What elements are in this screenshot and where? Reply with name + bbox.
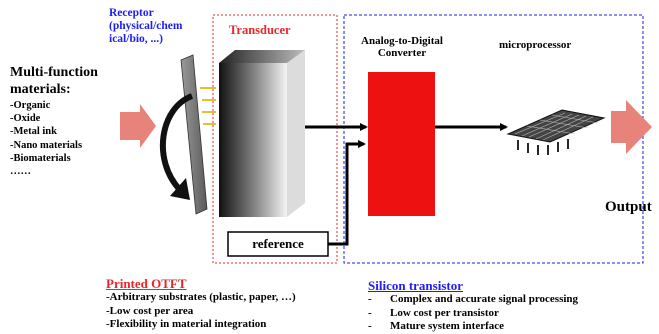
receptor-pins <box>200 87 216 125</box>
transducer-label: Transducer <box>229 23 291 37</box>
silicon-item: - Complex and accurate signal processing <box>368 293 578 307</box>
silicon-bullet: - <box>368 293 372 305</box>
transducer-cube-front <box>219 63 287 217</box>
curved-arrow <box>159 93 194 193</box>
materials-list: -Organic -Oxide -Metal ink -Nano materia… <box>10 99 98 178</box>
reference-box <box>227 231 329 257</box>
reference-label: reference <box>252 236 304 251</box>
receptor-label: Receptor (physical/chem ical/bio, ...) <box>109 7 182 46</box>
silicon-item-text: Mature system interface <box>390 320 505 332</box>
adc-label-line: Analog-to-Digital <box>361 35 443 47</box>
receptor-label-line: ical/bio, ...) <box>109 33 163 45</box>
materials-title-line: Multi-function <box>10 65 98 80</box>
materials-item: -Biomaterials <box>10 152 71 164</box>
printed-otft-item: -Arbitrary substrates (plastic, paper, …… <box>106 291 296 303</box>
silicon-item: - Mature system interface <box>368 320 578 334</box>
adc-block <box>368 72 435 216</box>
adc-label: Analog-to-Digital Converter <box>356 35 448 59</box>
sensor-system-diagram <box>120 14 652 264</box>
printed-otft-item: -Low cost per area <box>106 304 194 317</box>
receptor-label-line: Receptor <box>109 7 154 19</box>
materials-item: …… <box>10 166 31 178</box>
adc-label-line: Converter <box>377 47 427 59</box>
silicon-item-text: Complex and accurate signal processing <box>390 293 579 305</box>
printed-otft-block: Printed OTFT -Arbitrary substrates (plas… <box>106 276 296 332</box>
materials-item: -Metal ink <box>10 126 57 138</box>
receptor-label-line: (physical/chem <box>109 20 183 32</box>
silicon-title: Silicon transistor <box>368 278 463 293</box>
microprocessor-label: microprocessor <box>499 39 572 51</box>
output-label: Output <box>605 199 652 215</box>
materials-title-line: materials: <box>10 82 71 97</box>
microprocessor-chip <box>506 109 606 155</box>
materials-item: -Nano materials <box>10 139 83 151</box>
silicon-item-text: Low cost per transistor <box>390 306 499 319</box>
printed-otft-item: -Flexibility in material integration <box>106 318 267 330</box>
materials-title: Multi-function materials: <box>10 64 98 98</box>
materials-item: -Oxide <box>10 113 41 125</box>
input-arrow <box>120 104 156 148</box>
silicon-list: -Complex and accurate signal processing … <box>368 293 578 334</box>
curved-arrow-head <box>170 178 190 200</box>
transducer-cube-side <box>287 50 305 217</box>
materials-block: Multi-function materials: -Organic -Oxid… <box>10 64 98 178</box>
processing-frame <box>343 14 644 264</box>
transducer-cube-top <box>219 50 305 63</box>
silicon-bullet: - <box>368 320 372 332</box>
materials-item: -Organic <box>10 100 51 111</box>
transducer-frame <box>212 14 338 264</box>
reference-to-adc-arrow <box>328 140 366 246</box>
printed-otft-list: -Arbitrary substrates (plastic, paper, …… <box>106 291 296 332</box>
silicon-block: Silicon transistor - Complex and accurate… <box>368 278 578 334</box>
output-arrow <box>611 100 652 154</box>
silicon-bullet: - <box>368 306 372 319</box>
printed-otft-title: Printed OTFT <box>106 276 187 291</box>
silicon-item: - Low cost per transistor <box>368 307 578 321</box>
